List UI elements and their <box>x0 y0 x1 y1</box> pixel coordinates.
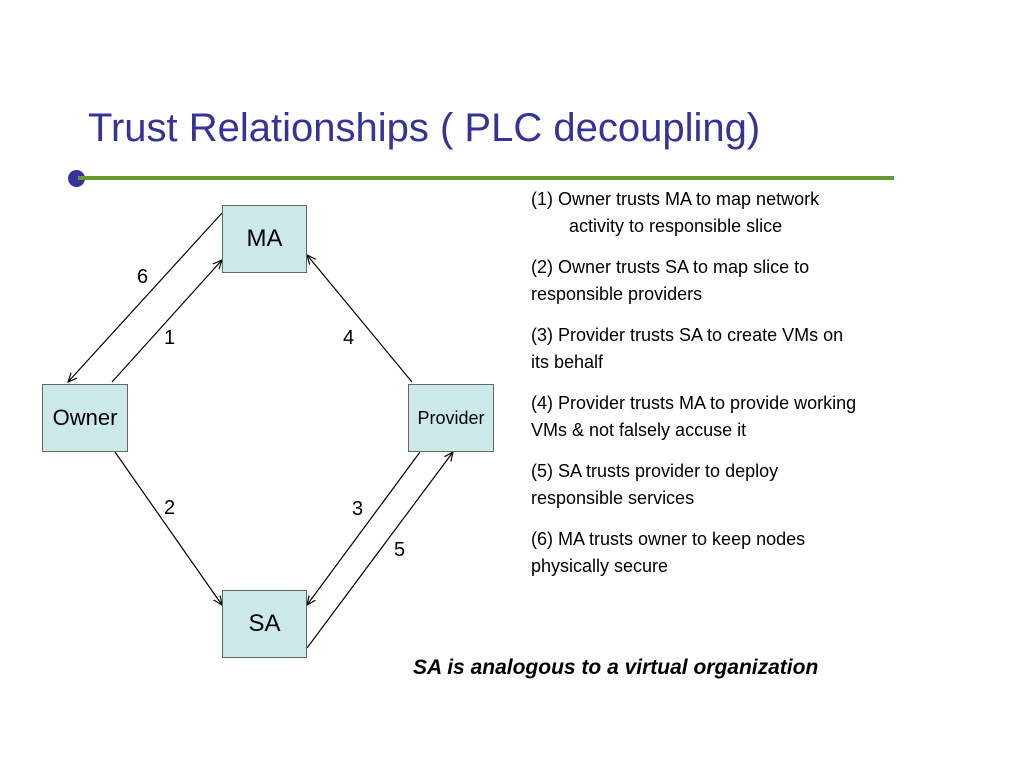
note-1-line2: activity to responsible slice <box>569 216 783 236</box>
trust-notes-list: (1) Owner trusts MA to map network activ… <box>531 186 951 594</box>
note-item-6: (6) MA trusts owner to keep nodes physic… <box>531 526 951 580</box>
edge-4-provider-to-ma <box>307 255 413 383</box>
note-2-line2: responsible providers <box>531 284 703 304</box>
note-item-3: (3) Provider trusts SA to create VMs on … <box>531 322 951 376</box>
title-underline <box>78 176 894 180</box>
node-ma: MA <box>222 205 307 273</box>
note-3-line2: its behalf <box>531 352 604 372</box>
edge-label-3: 3 <box>352 498 364 520</box>
note-6-line1: (6) MA trusts owner to keep nodes <box>531 529 806 549</box>
node-owner: Owner <box>42 384 128 452</box>
note-item-1: (1) Owner trusts MA to map network activ… <box>531 186 951 240</box>
note-item-4: (4) Provider trusts MA to provide workin… <box>531 390 951 444</box>
edge-label-2: 2 <box>164 497 176 519</box>
note-4-line1: (4) Provider trusts MA to provide workin… <box>531 393 857 413</box>
note-2-line1: (2) Owner trusts SA to map slice to <box>531 257 810 277</box>
edge-6-ma-to-owner <box>68 212 223 382</box>
edge-5-sa-to-provider <box>306 452 453 649</box>
node-sa: SA <box>222 590 307 658</box>
edge-label-5: 5 <box>394 539 406 561</box>
note-item-5: (5) SA trusts provider to deploy respons… <box>531 458 951 512</box>
note-4-line2: VMs & not falsely accuse it <box>531 420 747 440</box>
title-bullet-dot <box>68 170 85 187</box>
note-1-line1: (1) Owner trusts MA to map network <box>531 189 820 209</box>
edge-label-1: 1 <box>164 327 176 349</box>
note-6-line2: physically secure <box>531 556 669 576</box>
note-item-2: (2) Owner trusts SA to map slice to resp… <box>531 254 951 308</box>
node-provider: Provider <box>408 384 494 452</box>
note-5-line1: (5) SA trusts provider to deploy <box>531 461 779 481</box>
edge-label-4: 4 <box>343 327 355 349</box>
edge-label-6: 6 <box>137 266 149 288</box>
slide-title: Trust Relationships ( PLC decoupling) <box>88 106 761 150</box>
note-3-line1: (3) Provider trusts SA to create VMs on <box>531 325 844 345</box>
footer-note: SA is analogous to a virtual organizatio… <box>413 656 819 679</box>
edge-3-provider-to-sa <box>307 451 421 605</box>
edge-2-owner-to-sa <box>114 451 222 605</box>
edge-1-owner-to-ma <box>111 260 222 383</box>
note-5-line2: responsible services <box>531 488 695 508</box>
